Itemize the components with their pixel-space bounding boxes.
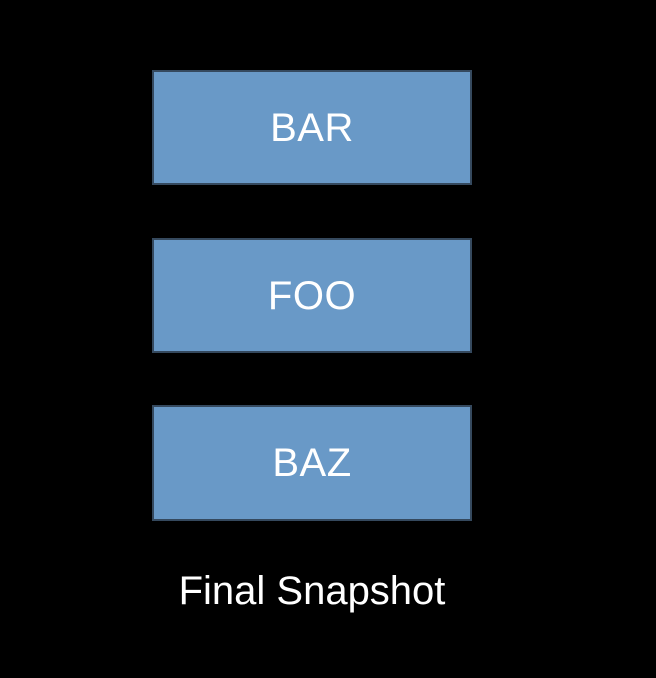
node-baz: BAZ [152,405,472,521]
node-bar-label: BAR [270,105,354,150]
diagram-caption: Final Snapshot [178,569,446,613]
node-bar: BAR [152,70,472,185]
node-baz-label: BAZ [272,441,352,485]
node-foo-label: FOO [267,273,357,318]
node-foo: FOO [152,238,472,353]
